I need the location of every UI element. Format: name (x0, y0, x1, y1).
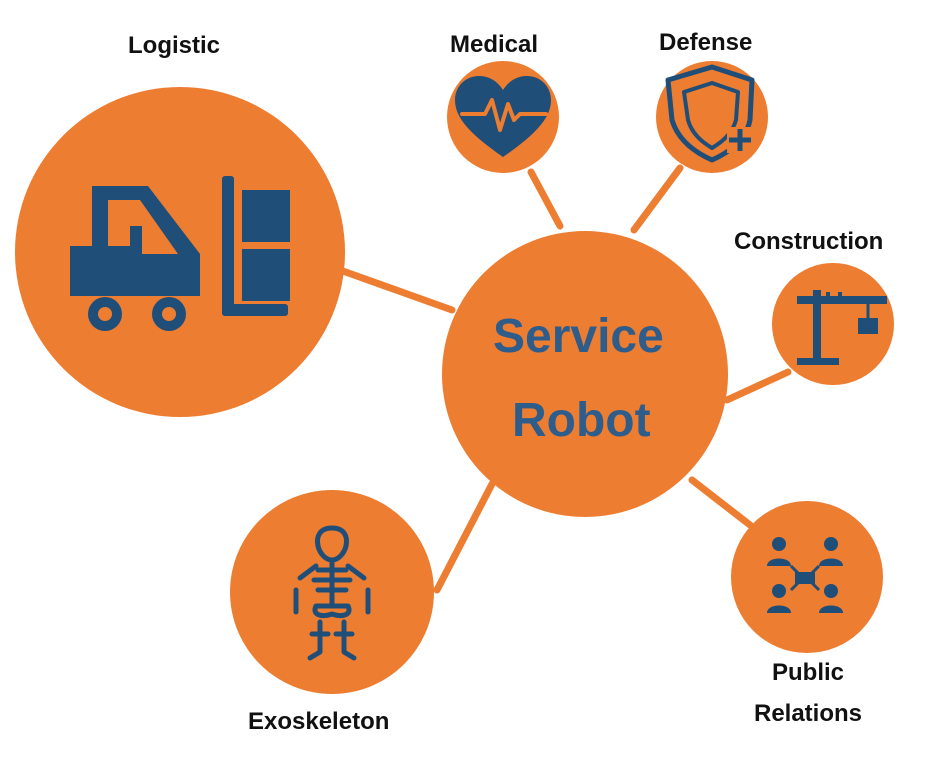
node-defense (656, 61, 768, 173)
connector-medical (527, 168, 564, 230)
heart-pulse-icon (455, 76, 551, 157)
node-exoskeleton (230, 490, 434, 694)
center-title-line1: Service (493, 310, 664, 363)
node-logistic (15, 87, 345, 417)
connector-construction (723, 368, 792, 404)
plus-badge-icon (727, 127, 753, 153)
node-public-relations (731, 501, 883, 653)
connector-defense (630, 164, 684, 234)
node-construction (772, 263, 894, 385)
label-logistic: Logistic (128, 32, 221, 59)
label-public-relations: Public Relations (746, 652, 870, 734)
connector-public (688, 476, 754, 529)
label-public-line2: Relations (753, 700, 863, 727)
center-node (442, 231, 728, 517)
label-defense: Defense (659, 29, 753, 56)
node-medical (447, 61, 559, 173)
label-exoskeleton: Exoskeleton (248, 708, 390, 735)
tower-crane-icon (797, 290, 887, 365)
shield-plus-icon (665, 64, 755, 163)
label-construction: Construction (734, 228, 884, 255)
label-medical: Medical (450, 31, 539, 58)
connectors (336, 164, 792, 594)
label-public-line1: Public (771, 659, 844, 686)
connector-logistic (336, 266, 456, 314)
construction-circle (772, 263, 894, 385)
connector-exoskeleton (433, 480, 496, 594)
skeleton-icon (293, 525, 371, 661)
people-network-icon (767, 537, 843, 613)
forklift-icon (70, 176, 290, 331)
center-title-line2: Robot (512, 394, 651, 447)
